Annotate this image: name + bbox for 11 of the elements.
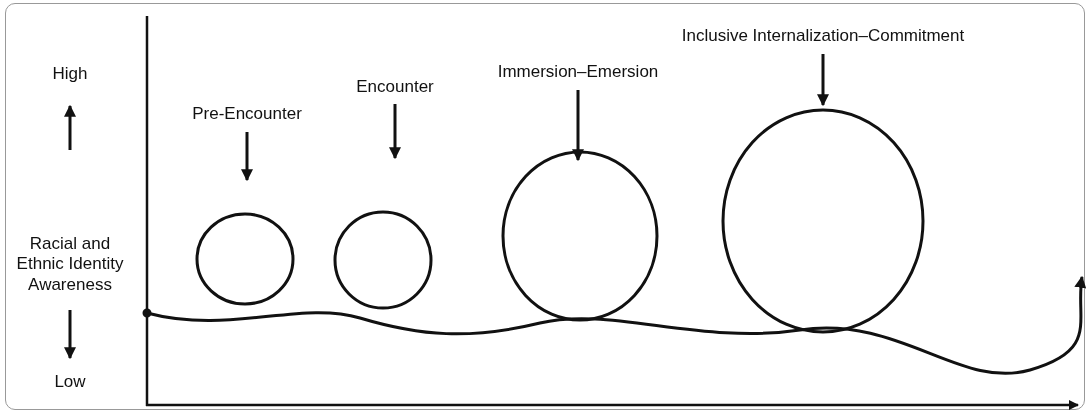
stage-label: Pre-Encounter xyxy=(192,104,302,125)
stage-label: Encounter xyxy=(356,77,434,98)
arrow xyxy=(241,132,253,182)
axis-label: High xyxy=(52,64,88,85)
arrow xyxy=(389,104,401,160)
axis-label: Low xyxy=(54,372,86,393)
arrow xyxy=(817,54,829,107)
stage-label: Immersion–Emersion xyxy=(497,62,659,83)
stage-label: Inclusive Internalization–Commitment xyxy=(681,26,965,47)
axis-label: Racial and Ethnic Identity Awareness xyxy=(15,234,125,296)
arrow xyxy=(572,90,584,162)
